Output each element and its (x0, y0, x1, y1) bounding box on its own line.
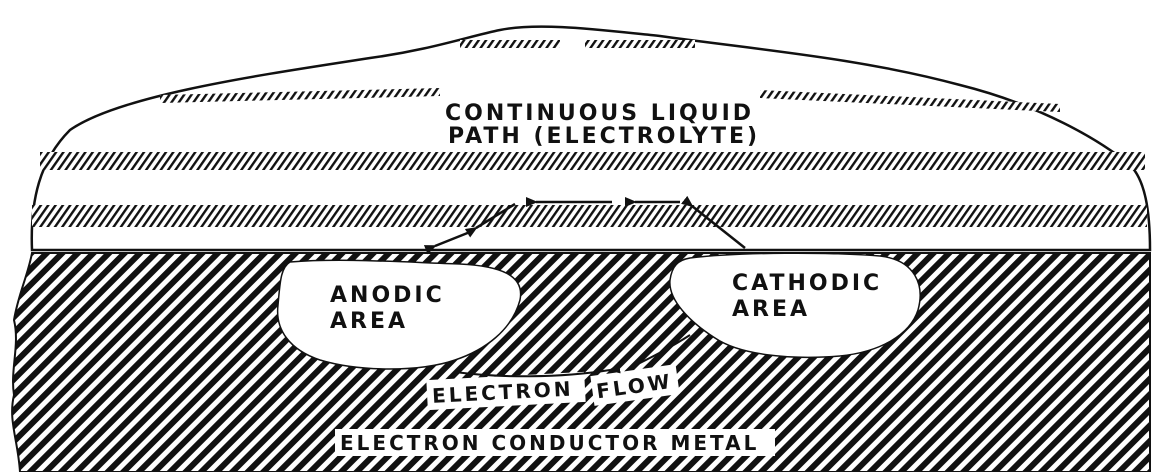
electrolyte-band-1 (40, 152, 1145, 170)
electrolyte-streak-top-right (585, 40, 695, 48)
electrolyte-label-line2: PATH (ELECTROLYTE) (448, 124, 760, 149)
anodic-label-line1: ANODIC (330, 283, 445, 308)
electrolyte-label-line1: CONTINUOUS LIQUID (445, 101, 754, 126)
electrolyte-band-2 (32, 205, 1147, 227)
metal-region: ANODIC AREA CATHODIC AREA ELECTRON FLOW … (12, 253, 1150, 472)
cathodic-label-line2: AREA (732, 297, 810, 322)
anodic-label-line2: AREA (330, 309, 408, 334)
cathodic-label-line1: CATHODIC (732, 271, 882, 296)
electrolyte-streak-top-left (460, 40, 560, 48)
electrolyte-region: CONTINUOUS LIQUID PATH (ELECTROLYTE) (32, 27, 1150, 250)
metal-label: ELECTRON CONDUCTOR METAL (340, 431, 759, 455)
